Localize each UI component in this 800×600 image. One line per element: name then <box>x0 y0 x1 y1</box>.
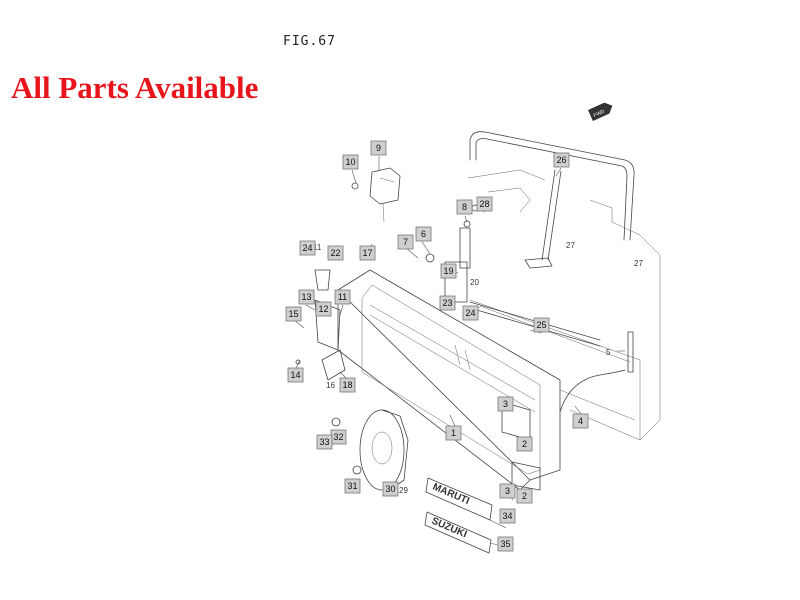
callout-3b: 3 <box>499 483 516 499</box>
callout-27: 27 <box>566 241 575 250</box>
callout-27b: 27 <box>634 259 643 268</box>
callout-26: 26 <box>553 152 570 168</box>
callout-35: 35 <box>497 536 514 552</box>
callout-2: 2 <box>516 436 533 452</box>
svg-text:32: 32 <box>333 432 343 442</box>
callout-10: 10 <box>342 154 359 170</box>
callout-16: 16 <box>326 381 335 390</box>
callout-13: 13 <box>298 289 315 305</box>
callout-20: 20 <box>470 278 479 287</box>
spare-wheel-carrier <box>331 409 409 491</box>
emblem-maruti: MARUTI <box>425 477 493 521</box>
callout-22: 22 <box>327 245 344 261</box>
callout-30: 30 <box>382 481 399 497</box>
roll-bar-frame <box>469 131 635 269</box>
svg-text:15: 15 <box>288 309 298 319</box>
svg-text:31: 31 <box>347 481 357 491</box>
callout-5: 5 <box>606 348 611 357</box>
svg-text:25: 25 <box>536 320 546 330</box>
svg-text:3: 3 <box>505 486 510 496</box>
callout-labels: 1 2 2 3 3 4 6 7 8 9 10 11 11 12 13 14 15… <box>285 140 643 552</box>
svg-text:8: 8 <box>462 202 467 212</box>
svg-text:2: 2 <box>522 491 527 501</box>
svg-text:19: 19 <box>443 266 453 276</box>
svg-text:12: 12 <box>318 304 328 314</box>
svg-text:6: 6 <box>421 229 426 239</box>
callout-33: 33 <box>316 434 333 450</box>
callout-7: 7 <box>397 234 414 250</box>
svg-text:17: 17 <box>362 248 372 258</box>
svg-text:22: 22 <box>330 248 340 258</box>
vehicle-body-outline <box>467 169 661 441</box>
callout-24b: 24 <box>462 305 479 321</box>
svg-text:FWD: FWD <box>593 109 606 119</box>
callout-23: 23 <box>439 295 456 311</box>
callout-6: 6 <box>415 226 432 242</box>
svg-text:14: 14 <box>290 370 300 380</box>
fwd-marker: FWD <box>588 102 613 121</box>
svg-text:23: 23 <box>442 298 452 308</box>
suzuki-logo-text: SUZUKI <box>430 516 469 541</box>
callout-3: 3 <box>497 396 514 412</box>
svg-text:18: 18 <box>342 380 352 390</box>
callout-19: 19 <box>440 263 457 279</box>
callout-24: 24 <box>299 240 316 256</box>
lock-assembly <box>351 167 401 223</box>
svg-text:1: 1 <box>451 428 456 438</box>
svg-text:4: 4 <box>578 416 583 426</box>
callout-29: 29 <box>399 486 408 495</box>
svg-text:33: 33 <box>319 437 329 447</box>
callout-34: 34 <box>499 508 516 524</box>
leader-lines <box>293 156 625 548</box>
svg-text:24: 24 <box>465 308 475 318</box>
check-cable <box>559 331 634 413</box>
svg-text:35: 35 <box>500 539 510 549</box>
svg-text:30: 30 <box>385 484 395 494</box>
svg-text:34: 34 <box>502 511 512 521</box>
tailgate-panel <box>337 269 561 491</box>
svg-text:7: 7 <box>403 237 408 247</box>
svg-text:11: 11 <box>338 292 347 302</box>
callout-2b: 2 <box>516 488 533 504</box>
callout-25: 25 <box>533 317 550 333</box>
svg-text:24: 24 <box>302 243 312 253</box>
callout-8: 8 <box>456 199 473 215</box>
svg-text:10: 10 <box>345 157 355 167</box>
callout-12: 12 <box>315 301 332 317</box>
hinge-parts <box>425 204 479 303</box>
svg-text:28: 28 <box>479 199 489 209</box>
callout-17: 17 <box>359 245 376 261</box>
svg-text:13: 13 <box>301 292 311 302</box>
svg-text:9: 9 <box>376 143 381 153</box>
callout-9: 9 <box>370 140 387 156</box>
callout-4: 4 <box>572 413 589 429</box>
emblem-suzuki: SUZUKI <box>424 511 492 554</box>
svg-text:3: 3 <box>503 399 508 409</box>
callout-18: 18 <box>339 377 356 393</box>
callout-15: 15 <box>285 306 302 322</box>
callout-11: 11 <box>334 289 351 305</box>
svg-text:2: 2 <box>522 439 527 449</box>
callout-32: 32 <box>330 429 347 445</box>
availability-banner: All Parts Available <box>11 70 259 105</box>
callout-31: 31 <box>344 478 361 494</box>
figure-label: FIG.67 <box>283 34 336 49</box>
callout-14: 14 <box>287 367 304 383</box>
svg-text:26: 26 <box>556 155 566 165</box>
callout-1: 1 <box>445 425 462 441</box>
callout-28: 28 <box>476 196 493 212</box>
callout-11b: 11 <box>313 243 322 252</box>
